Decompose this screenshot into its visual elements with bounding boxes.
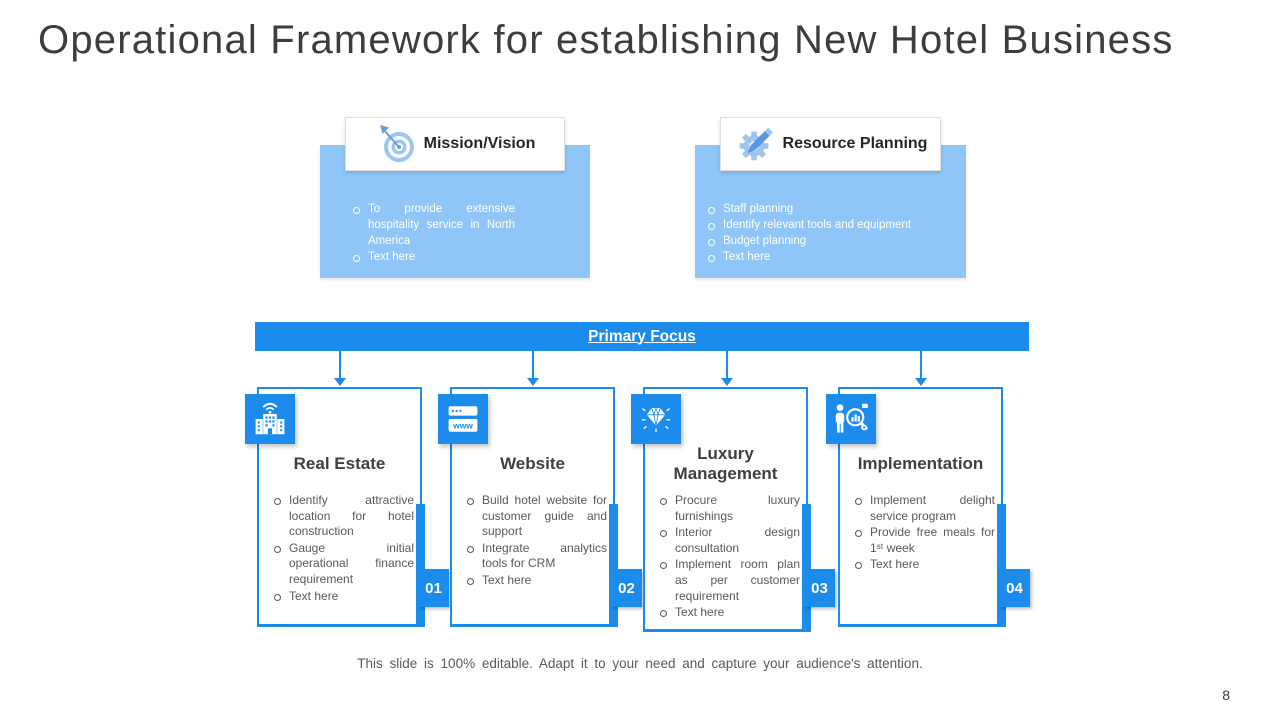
primary-focus-label: Primary Focus: [588, 327, 696, 345]
resource-planning-title: Resource Planning: [782, 135, 928, 152]
person-magnifier-icon: [826, 394, 876, 444]
card-bullets: Identify attractive location for hotel c…: [271, 493, 414, 605]
number-badge: 03: [804, 569, 835, 607]
bullet-item: Integrate analytics tools for CRM: [464, 541, 607, 572]
hotel-building-icon: [245, 394, 295, 444]
bullet-item: Provide free meals for 1ˢᵗ week: [852, 525, 995, 556]
primary-focus-banner: Primary Focus: [255, 322, 1029, 351]
ribbon-strip: [802, 504, 811, 632]
number-badge: 02: [611, 569, 642, 607]
card-implementation: Implementation Implement delight service…: [826, 387, 1030, 627]
mission-vision-header: Mission/Vision: [345, 117, 565, 171]
bullet-item: Text here: [350, 250, 515, 266]
mission-vision-bullets: To provide extensive hospitality service…: [350, 202, 515, 265]
number-badge: 04: [999, 569, 1030, 607]
page-number: 8: [1222, 687, 1230, 703]
bullet-item: Identify attractive location for hotel c…: [271, 493, 414, 540]
card-title: Real Estate: [293, 453, 386, 473]
bullet-item: Interior design consultation: [657, 525, 800, 556]
diamond-icon: [631, 394, 681, 444]
bullet-item: Procure luxury furnishings: [657, 493, 800, 524]
ribbon-strip: [416, 504, 425, 627]
card-title: Implementation: [857, 453, 984, 473]
bullet-item: Text here: [657, 605, 800, 621]
bullet-item: Text here: [705, 250, 953, 266]
bullet-item: Text here: [271, 589, 414, 605]
connector-arrow-2: [527, 351, 539, 386]
gear-pencil-icon: [734, 122, 778, 166]
svg-text:www: www: [452, 420, 473, 430]
mission-vision-box: Mission/Vision To provide extensive hosp…: [320, 117, 590, 278]
target-icon: [375, 122, 419, 166]
bullet-item: Implement delight service program: [852, 493, 995, 524]
connector-arrow-1: [334, 351, 346, 386]
card-title: Luxury Management: [673, 443, 778, 483]
bullet-item: To provide extensive hospitality service…: [350, 202, 515, 250]
bullet-item: Gauge initial operational finance requir…: [271, 541, 414, 588]
resource-planning-header: Resource Planning: [720, 117, 941, 171]
bullet-item: Text here: [464, 573, 607, 589]
card-bullets: Build hotel website for customer guide a…: [464, 493, 607, 590]
bullet-item: Budget planning: [705, 234, 953, 250]
mission-vision-title: Mission/Vision: [423, 135, 536, 152]
bullet-item: Implement room plan as per customer requ…: [657, 557, 800, 604]
bullet-item: Text here: [852, 557, 995, 573]
connector-arrow-3: [721, 351, 733, 386]
card-website: www Website Build hotel website for cust…: [438, 387, 642, 627]
card-title: Website: [500, 453, 565, 473]
editable-note: This slide is 100% editable. Adapt it to…: [357, 656, 923, 671]
ribbon-strip: [997, 504, 1006, 627]
bullet-item: Staff planning: [705, 202, 953, 218]
bullet-item: Build hotel website for customer guide a…: [464, 493, 607, 540]
ribbon-strip: [609, 504, 618, 627]
card-real-estate: Real Estate Identify attractive location…: [245, 387, 449, 627]
page-title: Operational Framework for establishing N…: [38, 18, 1174, 62]
bullet-item: Identify relevant tools and equipment: [705, 218, 953, 234]
number-badge: 01: [418, 569, 449, 607]
card-luxury-management: Luxury Management Procure luxury furnish…: [631, 387, 835, 632]
browser-www-icon: www: [438, 394, 488, 444]
connector-arrow-4: [915, 351, 927, 386]
